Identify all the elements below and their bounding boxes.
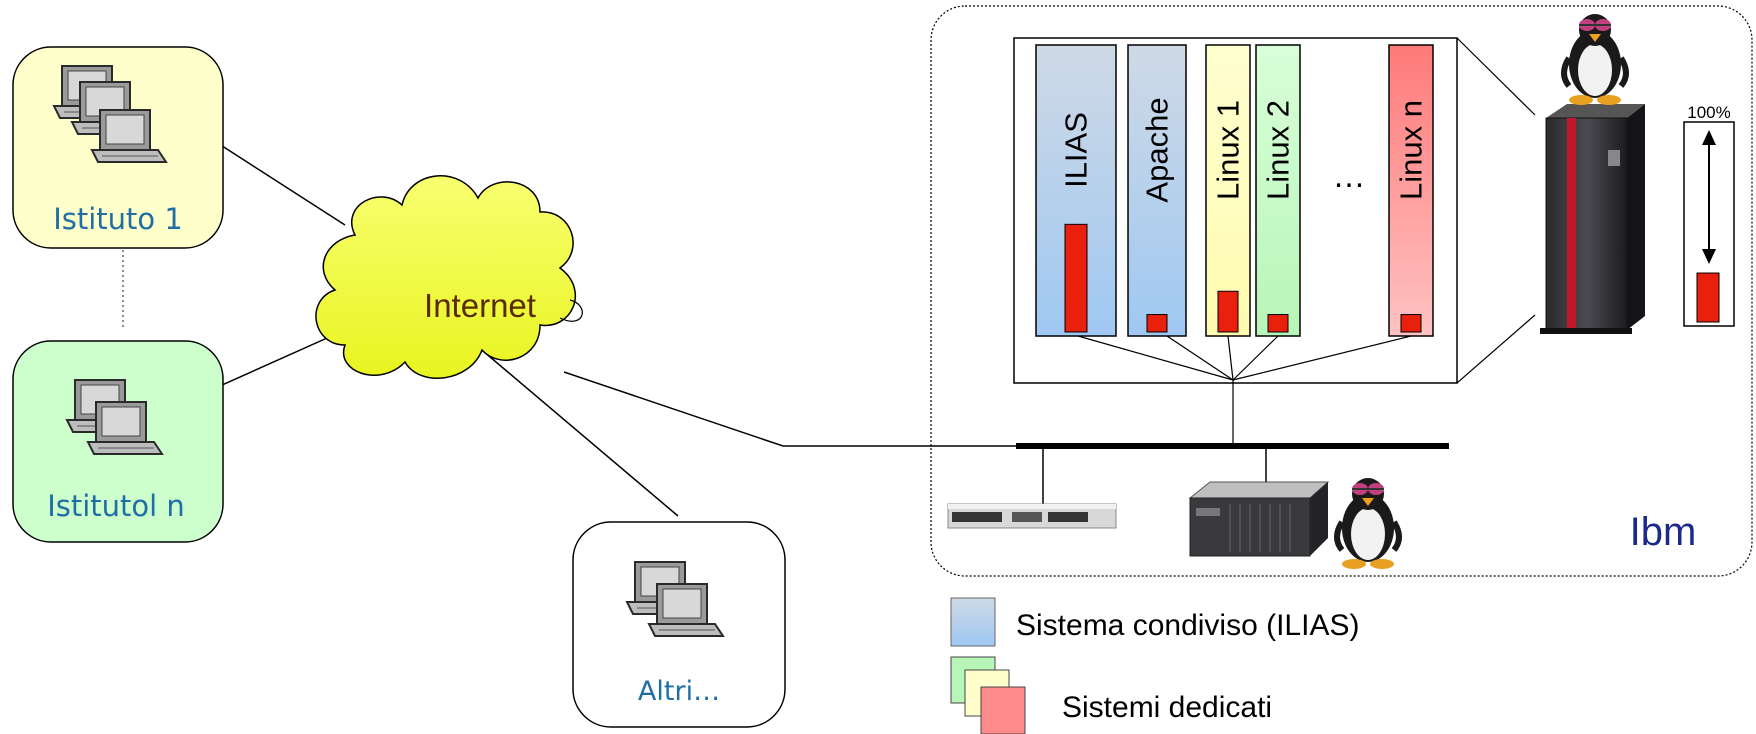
ibm-datacenter: ILIAS Apache Linux 1 Linux 2 Linux n … — [930, 5, 1753, 577]
partition-label: Linux n — [1394, 100, 1429, 200]
tux-penguin-icon — [1564, 14, 1626, 105]
site-label-istituto-n: Istitutol n — [47, 489, 185, 523]
capacity-usage-bar — [1696, 272, 1720, 323]
capacity-label: 100% — [1687, 103, 1730, 122]
internet-cloud: Internet — [315, 175, 583, 379]
site-istituto-n: Istitutol n — [12, 340, 224, 543]
legend-dedicated-swatch — [950, 656, 1026, 734]
partition-ellipsis: … — [1333, 157, 1366, 194]
legend: Sistema condiviso (ILIAS) Sistemi dedica… — [950, 597, 1359, 734]
partition-label: Linux 1 — [1211, 100, 1246, 200]
partition-box — [1388, 44, 1434, 337]
legend-dedicated-label: Sistemi dedicati — [1062, 691, 1272, 724]
partition-apache: Apache — [1127, 44, 1187, 337]
partition-usage-bar — [1146, 314, 1168, 333]
site-label-altri: Altri… — [638, 676, 720, 707]
link-istituto-n — [201, 329, 346, 395]
partition-linux-n: Linux n — [1388, 44, 1434, 337]
rack-server-icon — [947, 503, 1117, 529]
cloud-label: Internet — [424, 287, 536, 324]
ibm-label: Ibm — [1630, 510, 1697, 554]
partition-usage-bar — [1400, 314, 1422, 333]
tower-server-icon — [1188, 481, 1330, 557]
site-altri: Altri… — [572, 521, 786, 728]
partition-usage-bar — [1267, 314, 1289, 333]
legend-shared-label: Sistema condiviso (ILIAS) — [1016, 609, 1359, 642]
legend-shared-swatch — [950, 597, 996, 647]
partition-links — [1077, 335, 1412, 446]
capacity-gauge: 100% — [1683, 103, 1735, 327]
partition-linux-1: Linux 1 — [1205, 44, 1251, 337]
partition-linux-2: Linux 2 — [1255, 44, 1301, 337]
lpar-partitions: ILIAS Apache Linux 1 Linux 2 Linux n … — [1035, 44, 1434, 337]
link-altri — [469, 339, 679, 517]
link-istituto1 — [201, 132, 346, 226]
site-label-istituto-1: Istituto 1 — [53, 202, 183, 236]
partition-usage-bar — [1217, 290, 1239, 333]
partition-label: Linux 2 — [1261, 100, 1296, 200]
partitions-frame — [1013, 37, 1458, 384]
partition-ilias: ILIAS — [1035, 44, 1117, 337]
link-ibm — [563, 371, 1016, 447]
site-istituto-1: Istituto 1 — [12, 46, 224, 249]
partition-label: Apache — [1140, 97, 1175, 202]
connections — [122, 132, 1016, 517]
mainframe-icon — [1540, 104, 1645, 334]
tux-penguin-icon — [1337, 478, 1399, 569]
partition-box — [1127, 44, 1187, 337]
partition-label: ILIAS — [1059, 112, 1094, 188]
partition-usage-bar — [1064, 223, 1088, 333]
